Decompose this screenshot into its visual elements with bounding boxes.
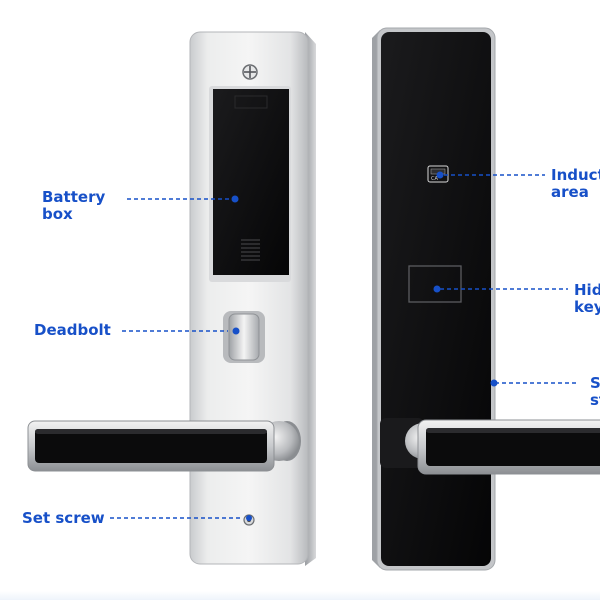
top-screw-icon — [242, 64, 258, 80]
bottom-strip — [0, 591, 600, 600]
label-strip: S st — [590, 374, 600, 409]
label-hidden-key: Hid key — [574, 281, 600, 316]
callout-dots — [231, 171, 498, 521]
label-induction-area: Induct area — [551, 166, 600, 201]
label-battery-box: Battery box — [42, 188, 106, 223]
hidden-keyhole-cover — [408, 265, 462, 303]
outside-plate — [372, 27, 496, 571]
label-deadbolt: Deadbolt — [34, 321, 111, 339]
label-set-screw: Set screw — [22, 509, 105, 527]
inside-lever-handle — [27, 420, 275, 472]
deadbolt — [223, 311, 265, 363]
card-chip-text: CA — [431, 176, 438, 182]
outside-lever-handle — [380, 418, 600, 475]
battery-box — [209, 86, 291, 282]
callout-lines — [110, 174, 578, 519]
